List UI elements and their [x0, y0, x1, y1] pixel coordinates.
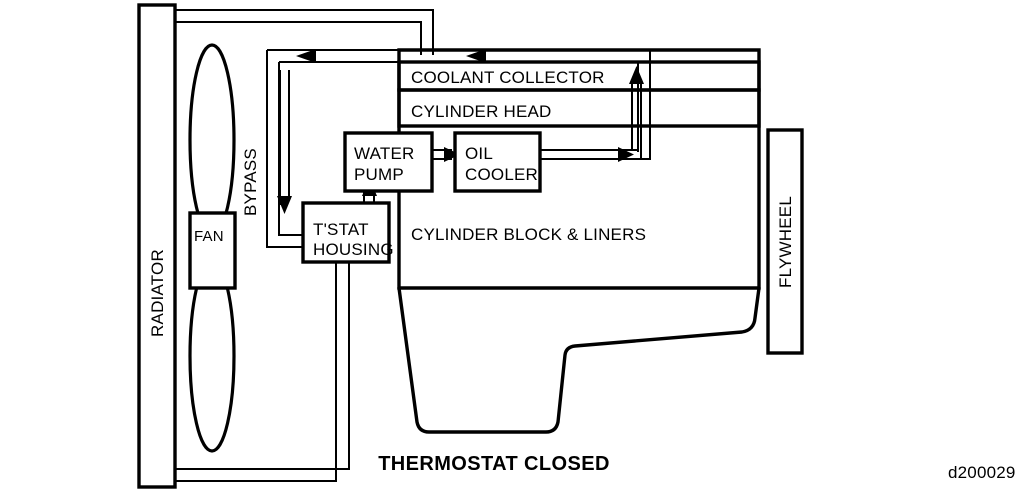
arrowhead-return-left-2	[466, 49, 486, 63]
cylinder-block-label: CYLINDER BLOCK & LINERS	[411, 225, 646, 244]
water-pump-box	[343, 131, 434, 193]
tstat-label-line1: T'STAT	[313, 220, 369, 239]
oil-cooler-label-line1: OIL	[465, 144, 493, 163]
cylinder-head-label: CYLINDER HEAD	[411, 102, 552, 121]
hose-radiator-top-inner	[175, 21, 422, 55]
cylinder-head-band	[397, 88, 761, 128]
hose-radiator-top-outer	[175, 9, 434, 55]
bypass-label: BYPASS	[241, 148, 260, 216]
hose-radiator-bottom-outer	[175, 262, 350, 470]
figure-id-label: d200029	[948, 463, 1016, 482]
arrowhead-riser-up-into-collector	[629, 66, 644, 84]
fan-blade-upper	[188, 43, 236, 237]
arrowhead-bypass-down	[277, 196, 292, 214]
fan-hub	[188, 211, 237, 290]
oil-pan-outline	[397, 286, 761, 434]
fan-label: FAN	[194, 228, 224, 245]
oil-cooler-box	[453, 131, 542, 193]
diagram-caption: THERMOSTAT CLOSED	[378, 453, 610, 475]
tstat-housing-box	[301, 201, 391, 264]
flywheel-label: FLYWHEEL	[776, 196, 795, 288]
coolant-collector-label: COOLANT COLLECTOR	[411, 68, 605, 87]
hose-radiator-bottom-inner	[175, 262, 337, 482]
tstat-label-line2: HOUSING	[313, 240, 394, 259]
flywheel-body	[766, 128, 804, 355]
arrowhead-pump-to-cooler	[444, 147, 460, 162]
arrowhead-return-left-1	[296, 49, 316, 63]
arrowhead-cooler-outlet-right	[618, 147, 634, 162]
oil-cooler-label-line2: COOLER	[465, 165, 538, 184]
radiator-body	[137, 3, 177, 489]
water-pump-label-line2: PUMP	[354, 165, 404, 184]
radiator-label: RADIATOR	[148, 249, 167, 337]
water-pump-label-line1: WATER	[354, 144, 415, 163]
